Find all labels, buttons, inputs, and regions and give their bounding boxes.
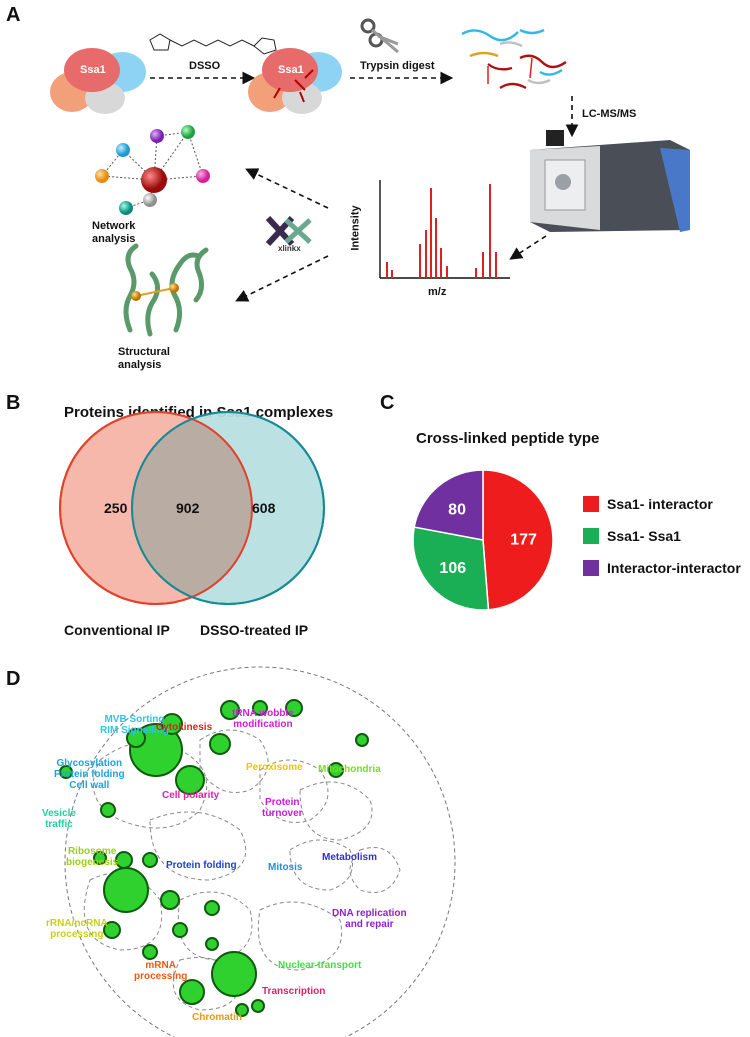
venn-circle-dsso xyxy=(131,411,325,605)
protein-structure-icon xyxy=(123,243,209,337)
legend-item: Interactor-interactor xyxy=(583,560,741,576)
cluster-label: rRNA/ncRNA processing xyxy=(46,918,108,940)
arrow-to-network xyxy=(245,168,329,209)
cluster-node xyxy=(251,999,265,1013)
venn-right-count: 608 xyxy=(252,500,276,516)
cluster-label: Peroxisome xyxy=(246,762,303,773)
cluster-node xyxy=(205,937,219,951)
panel-c-letter: C xyxy=(380,392,395,414)
legend-swatch xyxy=(583,560,599,576)
cluster-node xyxy=(179,979,205,1005)
venn-left-count: 250 xyxy=(104,500,128,516)
cluster-node xyxy=(100,802,116,818)
dsso-label: DSSO xyxy=(189,60,221,72)
workflow-diagram xyxy=(50,18,690,337)
pie-value-label-3: 80 xyxy=(448,502,466,519)
cluster-node xyxy=(142,852,158,868)
cluster-node xyxy=(115,851,133,869)
ssa1-label-1: Ssa1 xyxy=(80,64,106,76)
mass-spectrometer-icon xyxy=(530,130,690,232)
ms-spectrum xyxy=(379,180,510,279)
pie-title: Cross-linked peptide type xyxy=(416,430,600,447)
pie-slice-2 xyxy=(412,526,490,611)
peptides-icon xyxy=(461,28,567,90)
cluster-label: Glycosylation Protein folding Cell wall xyxy=(54,758,125,791)
legend-item: Ssa1- interactor xyxy=(583,496,713,512)
intensity-axis-label: Intensity xyxy=(349,205,362,251)
cluster-label: Vesicle traffic xyxy=(42,808,76,830)
cluster-label: Protein turnover xyxy=(262,797,303,819)
panel-d-letter: D xyxy=(6,668,21,690)
cluster-label: DNA replication and repair xyxy=(332,908,407,930)
arrow-ms-to-spectrum xyxy=(509,235,547,260)
pie-value-label-1: 177 xyxy=(510,531,537,548)
venn-overlap-count: 902 xyxy=(176,500,200,516)
mz-axis-label: m/z xyxy=(428,286,447,298)
cluster-label: Chromatin xyxy=(192,1012,242,1023)
network-diagram-icon xyxy=(95,125,210,215)
dsso-molecule-icon xyxy=(149,33,277,55)
cluster-node xyxy=(160,890,180,910)
cluster-label: Nuclear transport xyxy=(278,960,362,971)
cluster-label: MVB Sorting RIM Signalling xyxy=(100,714,169,736)
legend-swatch xyxy=(583,528,599,544)
xlinkx-logo-icon xyxy=(265,215,312,247)
cluster-node xyxy=(142,944,158,960)
pie-value-label-2: 106 xyxy=(439,560,466,577)
trypsin-digest-label: Trypsin digest xyxy=(360,60,435,72)
ssa1-label-2: Ssa1 xyxy=(278,64,304,76)
venn-circle-conventional xyxy=(59,411,253,605)
cluster-node xyxy=(172,922,188,938)
cluster-label: Transcription xyxy=(262,986,326,997)
lcms-label: LC-MS/MS xyxy=(582,108,637,120)
legend-label: Interactor-interactor xyxy=(607,560,741,576)
structural-analysis-label: Structural analysis xyxy=(118,346,170,371)
arrow-to-structure xyxy=(235,255,329,302)
cluster-node xyxy=(355,733,369,747)
cluster-node xyxy=(103,867,149,913)
cluster-label: Mitosis xyxy=(268,862,303,873)
cluster-label: Cytokinesis xyxy=(156,722,213,733)
panel-a-letter: A xyxy=(6,4,21,26)
pie-slice-3 xyxy=(413,469,484,541)
cluster-node xyxy=(204,900,220,916)
panel-b-letter: B xyxy=(6,392,21,414)
cluster-label: Protein folding xyxy=(166,860,237,871)
legend-label: Ssa1- Ssa1 xyxy=(607,528,681,544)
legend-label: Ssa1- interactor xyxy=(607,496,713,512)
cluster-label: Cell polarity xyxy=(162,790,220,801)
cluster-label: Mitochondria xyxy=(318,764,381,775)
protein-complex-icon xyxy=(50,48,146,114)
cluster-node xyxy=(209,733,231,755)
legend-swatch xyxy=(583,496,599,512)
crosslinked-complex-icon xyxy=(248,48,342,114)
venn-right-label: DSSO-treated IP xyxy=(200,622,309,638)
legend-item: Ssa1- Ssa1 xyxy=(583,528,681,544)
venn-title: Proteins identified in Ssa1 complexes xyxy=(64,404,334,421)
scissors-icon xyxy=(360,18,399,54)
cluster-label: tRNA wobble modification xyxy=(232,708,294,730)
venn-left-label: Conventional IP xyxy=(64,622,170,638)
cluster-label: Metabolism xyxy=(322,852,378,863)
pie-slice-1 xyxy=(482,469,554,611)
xlinkx-label: xlinkx xyxy=(278,244,301,253)
cluster-node xyxy=(211,951,257,997)
cluster-label: Ribosome biogenesis xyxy=(66,846,119,868)
network-analysis-label: Network analysis xyxy=(92,220,136,245)
cluster-label: mRNA processing xyxy=(134,960,188,982)
